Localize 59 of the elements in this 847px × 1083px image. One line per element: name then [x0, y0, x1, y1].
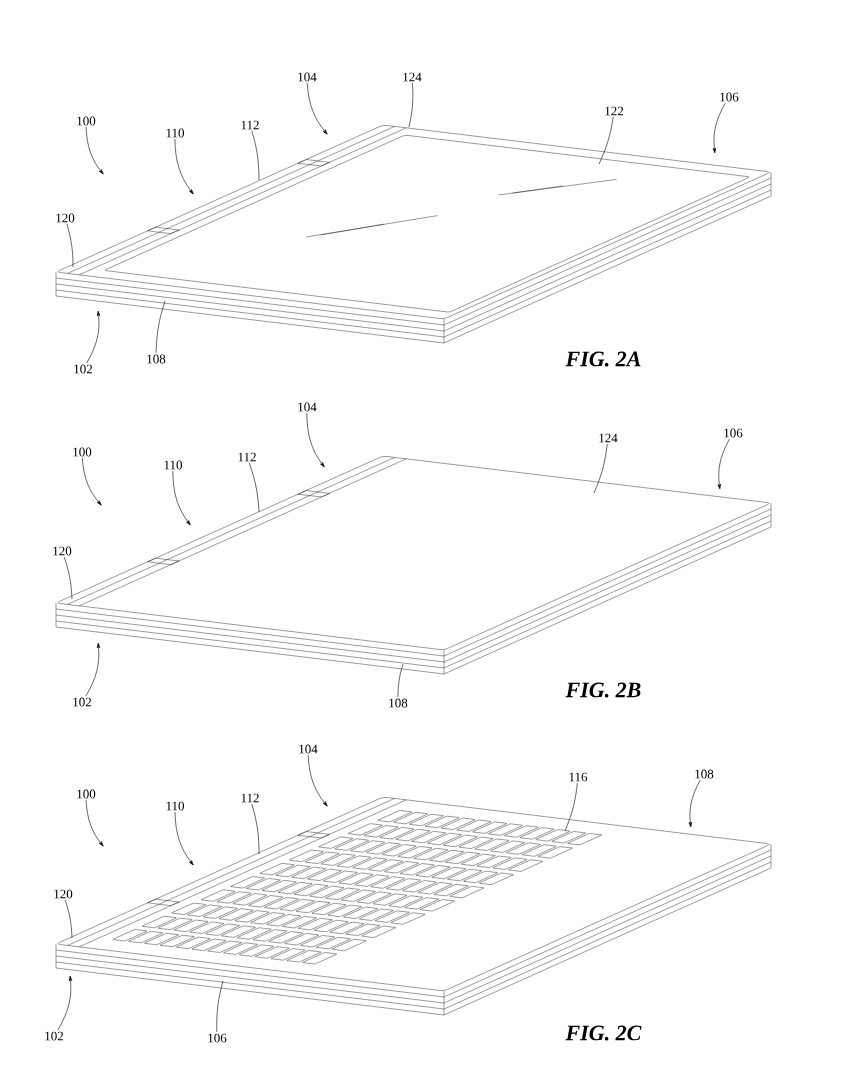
- callout-number: 120: [54, 889, 73, 899]
- leader-line: [85, 642, 101, 697]
- callout-number: 116: [569, 772, 588, 782]
- callout-number: 106: [208, 1033, 227, 1043]
- callout-number: 102: [74, 364, 93, 374]
- leader-line: [63, 556, 73, 600]
- leader-line: [174, 811, 194, 866]
- leader-line: [64, 899, 73, 939]
- callout-number: 124: [403, 72, 422, 82]
- leader-line: [598, 116, 614, 165]
- leader-line: [155, 300, 166, 354]
- leader-line: [717, 438, 730, 490]
- leader-line: [251, 803, 260, 855]
- leader-line: [564, 782, 578, 832]
- leader-line: [397, 663, 404, 698]
- callout-number: 112: [241, 120, 259, 130]
- leader-line: [174, 138, 194, 195]
- leader-line: [688, 779, 701, 828]
- leader-line: [307, 754, 328, 807]
- callout-number: 112: [238, 452, 256, 462]
- callout-number: 108: [695, 769, 714, 779]
- callout-number: 104: [298, 72, 317, 82]
- leader-line: [593, 443, 608, 494]
- leader-line: [408, 82, 414, 128]
- callout-number: 110: [166, 801, 184, 811]
- leader-line: [172, 470, 191, 526]
- callout-number: 100: [73, 447, 92, 457]
- callout-number: 104: [299, 744, 318, 754]
- leader-line: [57, 975, 73, 1031]
- figure-label: FIG. 2C: [565, 1025, 642, 1041]
- callout-number: 106: [724, 428, 743, 438]
- leader-line: [85, 126, 104, 175]
- leader-line: [712, 102, 726, 154]
- leader-line: [66, 223, 74, 268]
- callout-number: 100: [77, 789, 96, 799]
- callout-number: 120: [56, 213, 75, 223]
- leader-line: [85, 799, 104, 847]
- leader-line: [216, 980, 224, 1033]
- callout-number: 112: [241, 793, 259, 803]
- callout-number: 124: [599, 433, 618, 443]
- callout-number: 110: [166, 128, 184, 138]
- callout-number: 120: [53, 546, 72, 556]
- leader-line: [81, 457, 102, 506]
- leader-line: [86, 310, 101, 364]
- callout-number: 100: [77, 116, 96, 126]
- figure-label: FIG. 2B: [565, 682, 641, 698]
- leader-line: [248, 462, 260, 513]
- figure-label: FIG. 2A: [565, 351, 641, 367]
- callout-number: 122: [605, 106, 624, 116]
- leader-line: [306, 82, 328, 135]
- callout-number: 104: [298, 402, 317, 412]
- callout-number: 108: [389, 698, 408, 708]
- callout-number: 110: [164, 460, 182, 470]
- callout-number: 102: [45, 1031, 64, 1041]
- leader-line: [251, 130, 260, 181]
- callout-number: 106: [720, 92, 739, 102]
- leader-line: [306, 412, 325, 468]
- callout-number: 108: [147, 354, 166, 364]
- callout-number: 102: [73, 697, 92, 707]
